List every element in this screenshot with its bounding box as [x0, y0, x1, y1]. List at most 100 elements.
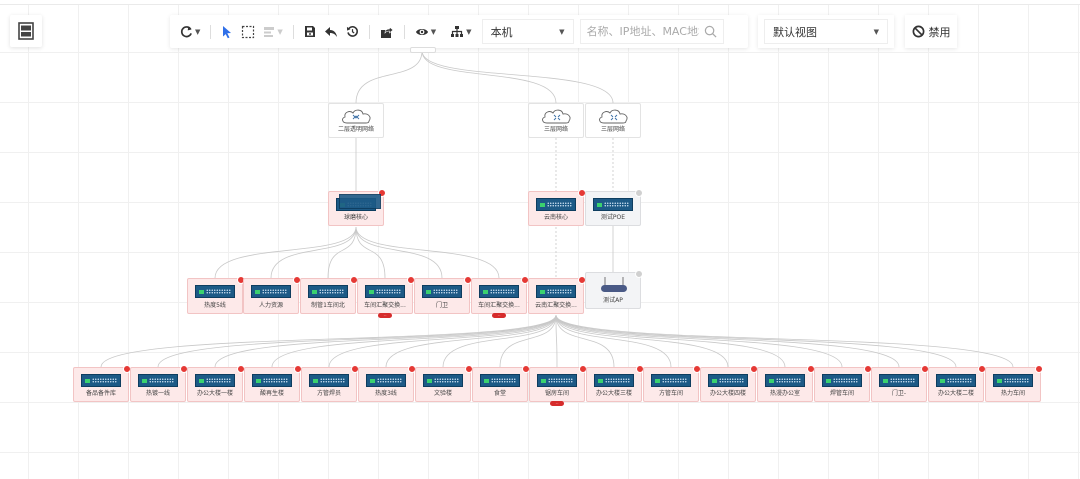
uplink-port-icon [142, 378, 147, 383]
node-label: 门卫- [891, 390, 907, 397]
access-switch-node[interactable]: 方管焊员 [301, 365, 359, 402]
location-select[interactable]: 本机 ▼ [481, 19, 574, 44]
switch-icon [593, 198, 633, 211]
layout-panel-icon [18, 22, 34, 40]
access-switch-node[interactable]: 锯房车间... [529, 365, 587, 406]
cloud-label: 三层网络 [600, 126, 625, 133]
aggregation-switch-node[interactable]: 车间汇聚交换...... [357, 276, 415, 318]
disable-button[interactable]: 禁用 [905, 15, 957, 48]
node-tag: ... [378, 313, 392, 318]
undo-button[interactable] [320, 20, 342, 44]
link-line [214, 226, 357, 279]
save-button[interactable] [300, 20, 320, 44]
aggregation-switch-node[interactable]: 人力资源 [243, 276, 301, 314]
search-icon[interactable] [704, 25, 717, 38]
access-switch-node[interactable]: 焊管车间 [814, 365, 872, 402]
access-switch-node[interactable]: 文验楼 [415, 365, 473, 402]
search-input[interactable] [586, 25, 699, 38]
access-switch-node[interactable]: 门卫- [871, 365, 929, 402]
node-label: 云南汇聚交换... [535, 302, 577, 309]
ports-icon [92, 378, 117, 383]
uplink-port-icon [199, 289, 204, 294]
link-line [385, 314, 557, 368]
network-cloud-node[interactable]: 三层网络 [585, 103, 641, 138]
uplink-port-icon [255, 289, 260, 294]
chevron-down-icon: ▼ [559, 27, 565, 36]
uplink-port-icon [85, 378, 90, 383]
switch-icon [479, 285, 519, 298]
access-point-node[interactable]: 测试AP [585, 270, 643, 309]
view-select[interactable]: 默认视图 ▼ [764, 19, 888, 44]
uplink-port-icon [541, 378, 546, 383]
node-label: 热镀一线 [145, 390, 170, 397]
network-cloud-node[interactable]: 三层网络 [528, 103, 584, 138]
reply-icon [324, 26, 337, 37]
uplink-port-icon [540, 202, 545, 207]
export-button[interactable] [376, 20, 398, 44]
access-switch-node[interactable]: 办公大楼二楼 [928, 365, 986, 402]
node-label: 热度3线 [375, 390, 397, 397]
uplink-port-icon [484, 378, 489, 383]
switch-icon [365, 285, 405, 298]
ports-icon [776, 378, 801, 383]
access-switch-node[interactable]: 办公大楼四楼 [700, 365, 758, 402]
core-switch-node[interactable]: 测试POE [585, 189, 643, 226]
network-cloud-node[interactable]: 二层透明网络 [328, 103, 384, 138]
access-switch-node[interactable]: 食堂 [472, 365, 530, 402]
ports-icon [547, 289, 572, 294]
ports-icon [206, 378, 231, 383]
core-switch-node[interactable]: 云南核心 [528, 189, 586, 226]
link-line [499, 314, 557, 368]
access-switch-node[interactable]: 方管车间 [643, 365, 701, 402]
node-label: 食堂 [493, 390, 506, 397]
alert-status-icon [1035, 365, 1043, 373]
node-label: 办公大楼一楼 [196, 390, 233, 397]
aggregation-switch-node[interactable]: 云南汇聚交换... [528, 276, 586, 314]
node-label: 锯房车间 [544, 390, 569, 397]
root-anchor [410, 47, 436, 53]
uplink-port-icon [370, 378, 375, 383]
link-line [355, 226, 386, 279]
access-switch-node[interactable]: 备品备件库 [73, 365, 131, 402]
access-switch-node[interactable]: 热漫办公室 [757, 365, 815, 402]
access-switch-node[interactable]: 热镀一线 [130, 365, 188, 402]
ports-icon [605, 378, 630, 383]
aggregation-switch-node[interactable]: 制管1车间北 [300, 276, 358, 314]
link-line [421, 50, 614, 104]
link-line [555, 314, 957, 368]
layout-button[interactable]: ▼ [446, 20, 475, 44]
switch-icon [195, 285, 235, 298]
ports-icon [719, 378, 744, 383]
access-switch-node[interactable]: 办公大楼三楼 [586, 365, 644, 402]
refresh-button[interactable]: ▼ [176, 20, 204, 44]
panel-toggle-button[interactable] [10, 15, 42, 47]
aggregation-switch-node[interactable]: 热度5线 [187, 276, 245, 314]
access-switch-node[interactable]: 热度3线 [358, 365, 416, 402]
search-box [579, 19, 724, 44]
box-select-button[interactable] [237, 20, 259, 44]
link-line [355, 226, 443, 279]
aggregation-switch-node[interactable]: 车间汇聚交换...... [471, 276, 529, 318]
chevron-down-icon: ▼ [195, 27, 201, 36]
switch-icon [537, 374, 577, 387]
node-label: 文验楼 [433, 390, 452, 397]
node-label: 备品备件库 [85, 390, 116, 397]
access-switch-node[interactable]: 办公大楼一楼 [187, 365, 245, 402]
link-line [555, 314, 729, 368]
node-label: 热度5线 [204, 302, 226, 309]
view-options-button[interactable]: ▼ [411, 20, 440, 44]
switch-icon [936, 374, 976, 387]
access-switch-node[interactable]: 酸再生楼 [244, 365, 302, 402]
align-button[interactable]: ▼ [259, 20, 286, 44]
offline-status-icon [635, 270, 643, 278]
access-switch-node[interactable]: 热力车间 [985, 365, 1043, 402]
switch-icon [195, 374, 235, 387]
switch-icon [81, 374, 121, 387]
link-line [555, 314, 672, 368]
switch-icon [651, 374, 691, 387]
chevron-down-icon: ▼ [277, 27, 283, 36]
select-tool-button[interactable] [217, 20, 237, 44]
reset-button[interactable] [342, 20, 363, 44]
uplink-port-icon [826, 378, 831, 383]
aggregation-switch-node[interactable]: 门卫 [414, 276, 472, 314]
